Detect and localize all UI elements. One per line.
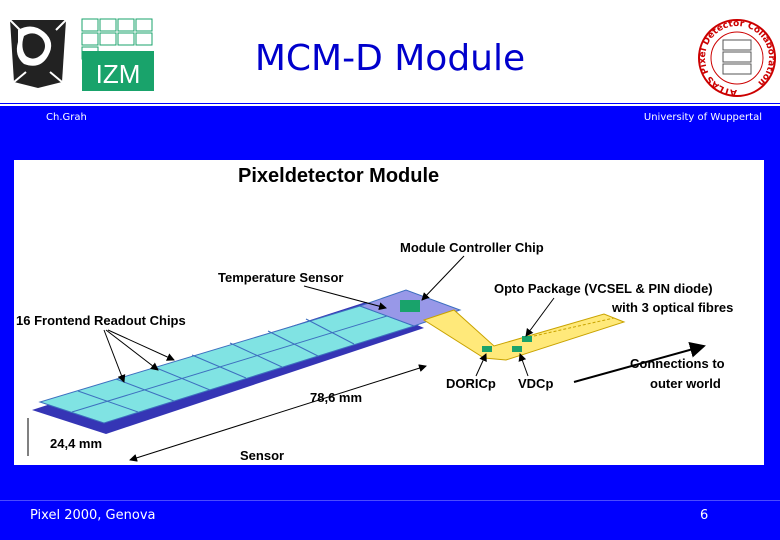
footer-event: Pixel 2000, Genova [30, 508, 156, 523]
pixel-module-diagram: Pixeldetector Module Module Controller C… [14, 160, 764, 465]
label-module-controller-chip: Module Controller Chip [400, 240, 544, 255]
pointer-opto-package [525, 297, 555, 337]
module-controller-chip [400, 300, 420, 312]
opto-package [522, 336, 532, 342]
label-length: 78,6 mm [310, 390, 362, 405]
label-connections-line2: outer world [650, 376, 721, 391]
label-width: 24,4 mm [50, 436, 102, 451]
atlas-pixel-logo: ATLAS Pixel Detector Collaboration [697, 18, 777, 98]
optical-fibre-lines [533, 317, 615, 337]
label-frontend-chips: 16 Frontend Readout Chips [16, 313, 186, 328]
vdcp-chip [512, 346, 522, 352]
author-name: Ch.Grah [46, 112, 87, 123]
label-opto-package-line1: Opto Package (VCSEL & PIN diode) [494, 281, 713, 296]
label-vdcp: VDCp [518, 376, 553, 391]
diagram-title: Pixeldetector Module [238, 165, 439, 187]
izm-logo: IZM [80, 17, 156, 93]
izm-logo-text: IZM [96, 59, 141, 89]
label-doricp: DORICp [446, 376, 496, 391]
page-number: 6 [700, 508, 709, 523]
label-opto-package-line2: with 3 optical fibres [611, 300, 733, 315]
pointers-frontend-chips [103, 329, 175, 383]
header-rule [0, 104, 780, 106]
label-sensor: Sensor [240, 448, 284, 463]
opto-pigtail [422, 309, 626, 361]
coat-of-arms-logo [4, 12, 72, 92]
institution-name: University of Wuppertal [643, 112, 762, 123]
label-temperature-sensor: Temperature Sensor [218, 270, 343, 285]
pointer-temperature-sensor [303, 285, 387, 311]
pointer-doricp [475, 353, 487, 377]
doricp-chip [482, 346, 492, 352]
arrow-connections [573, 342, 706, 383]
pointer-vdcp [518, 353, 529, 377]
slide-title: MCM-D Module [254, 38, 526, 79]
dimension-length-arrow [129, 364, 427, 462]
pointer-module-controller [421, 255, 465, 301]
footer-rule [0, 500, 780, 501]
